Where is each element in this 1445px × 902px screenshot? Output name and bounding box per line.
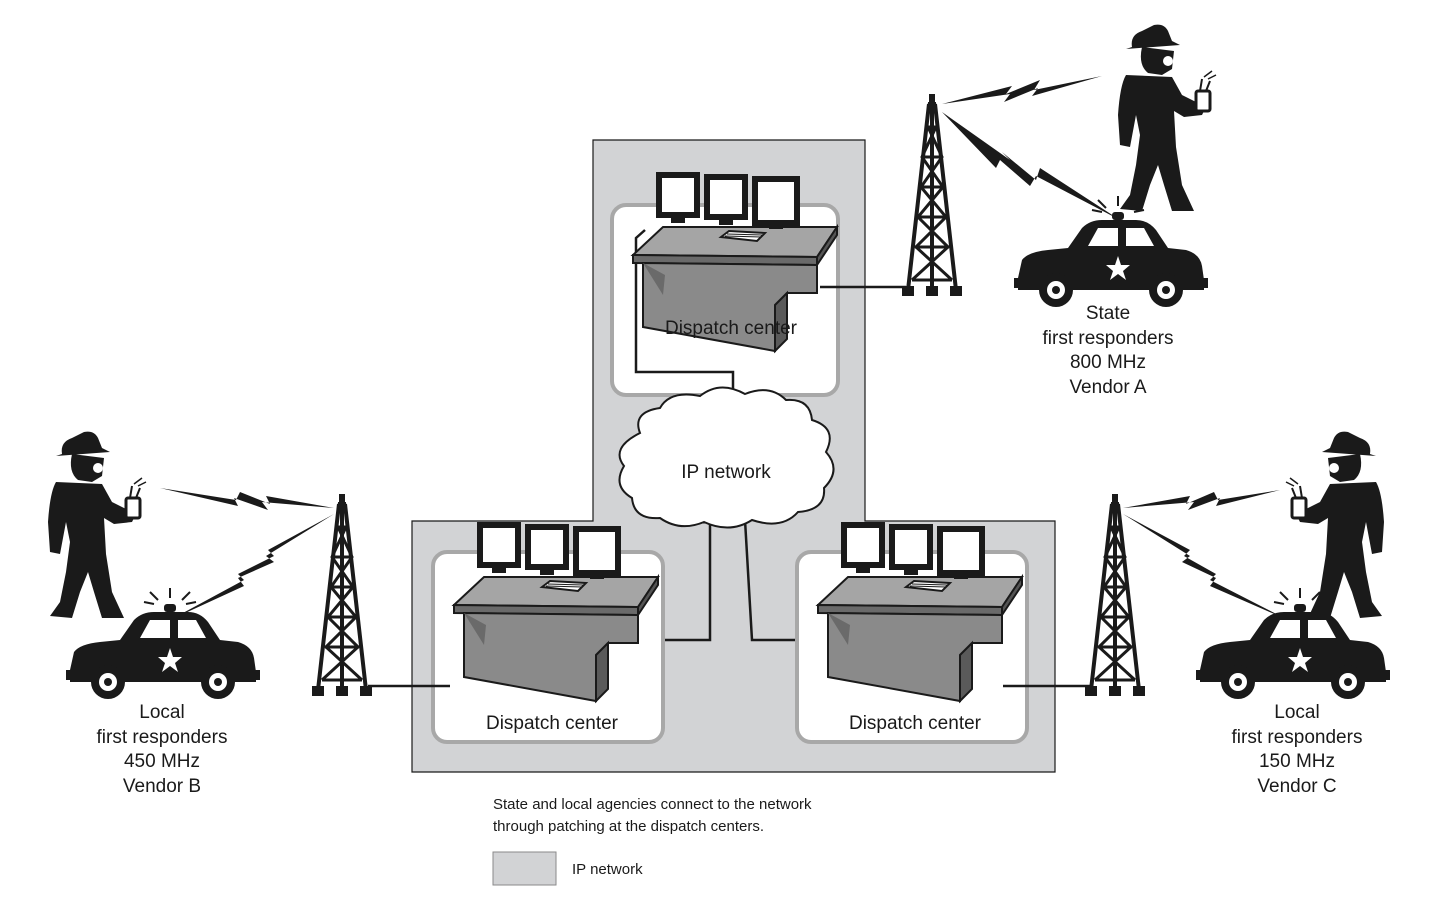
local-b-label-line4: Vendor B (123, 776, 201, 797)
dispatch-center-right-label: Dispatch center (849, 713, 982, 734)
ip-network-cloud-label: IP network (681, 462, 771, 483)
local-c-label-line4: Vendor C (1257, 776, 1336, 797)
radio-tower-local-b (310, 492, 374, 698)
dispatch-center-left-label: Dispatch center (486, 713, 619, 734)
local-b-label-line2: first responders (97, 727, 228, 748)
caption-line-1: State and local agencies connect to the … (493, 796, 812, 813)
radio-tower-state (900, 92, 964, 298)
ip-network-cloud: IP network (618, 386, 835, 529)
local-c-label-line2: first responders (1232, 727, 1363, 748)
state-label-line4: Vendor A (1069, 377, 1146, 398)
firefighter-local-b (46, 430, 148, 620)
state-responders-label: State first responders 800 MHz Vendor A (1043, 303, 1174, 398)
local-c-label-line3: 150 MHz (1259, 751, 1335, 772)
local-b-label-line1: Local (139, 702, 184, 723)
state-label-line2: first responders (1043, 328, 1174, 349)
local-c-label-line1: Local (1274, 702, 1319, 723)
legend-swatch (492, 851, 557, 886)
local-c-responders-label: Local first responders 150 MHz Vendor C (1232, 702, 1363, 797)
state-label-line3: 800 MHz (1070, 352, 1146, 373)
dispatch-center-top-label: Dispatch center (665, 318, 798, 339)
firefighter-state (1116, 23, 1218, 213)
radio-links (160, 76, 1288, 620)
local-b-label-line3: 450 MHz (124, 751, 200, 772)
state-label-line1: State (1086, 303, 1130, 324)
legend-label: IP network (572, 861, 643, 878)
caption-line-2: through patching at the dispatch centers… (493, 818, 764, 835)
police-car-local-b (65, 587, 261, 700)
local-b-responders-label: Local first responders 450 MHz Vendor B (97, 702, 228, 797)
radio-tower-local-c (1083, 492, 1147, 698)
police-car-state (1013, 195, 1209, 308)
